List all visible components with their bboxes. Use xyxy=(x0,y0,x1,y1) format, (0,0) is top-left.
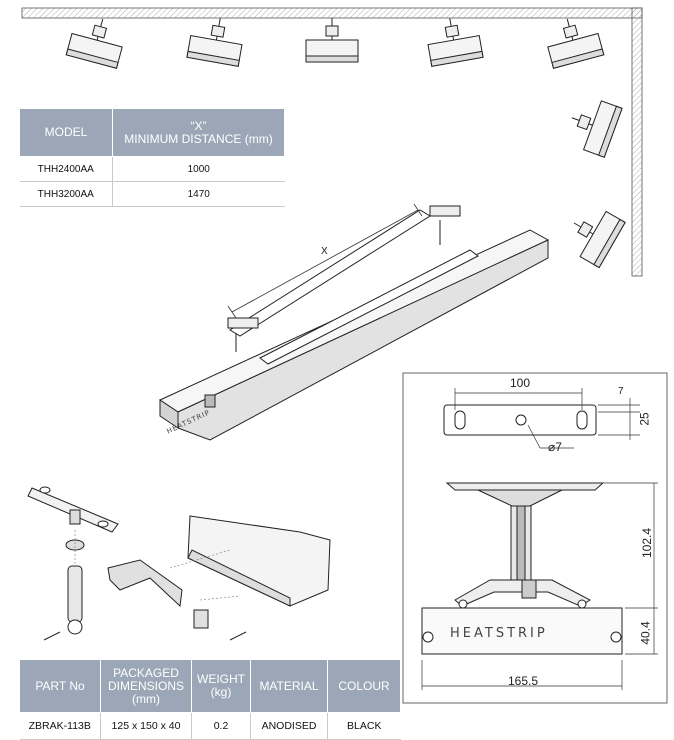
part-no-cell: ZBRAK-113B xyxy=(19,712,101,740)
wall-heaters xyxy=(571,100,626,269)
table-row: THH3200AA 1470 xyxy=(19,181,285,207)
header-x: “X” xyxy=(190,118,207,133)
colour-cell: BLACK xyxy=(327,712,401,740)
dim-base-width: 165.5 xyxy=(508,674,539,688)
dim-slot-height: 25 xyxy=(637,412,652,426)
elevation-frame xyxy=(402,372,668,704)
dim-bracket-height: 102.4 xyxy=(640,527,655,559)
assembly-guides xyxy=(74,530,241,601)
dim-hole-diameter: ⌀7 xyxy=(548,440,562,454)
header-part-no: PART No xyxy=(19,659,101,713)
bracket-elevation xyxy=(421,404,623,655)
header-weight: WEIGHT (kg) xyxy=(191,659,251,713)
x-dimension-label: X xyxy=(321,246,328,257)
heater-isometric xyxy=(158,205,550,441)
parts-table: PART No PACKAGED DIMENSIONS (mm) WEIGHT … xyxy=(19,659,401,740)
model-cell: THH3200AA xyxy=(19,181,113,207)
elevation-dimensions xyxy=(421,388,658,690)
dim-plate-width: 100 xyxy=(510,376,531,390)
header-dimensions: PACKAGED DIMENSIONS (mm) xyxy=(100,659,192,713)
header-distance-text: MINIMUM DISTANCE (mm) xyxy=(124,131,273,146)
dim-base-height: 40.4 xyxy=(638,621,653,645)
model-cell: THH2400AA xyxy=(19,156,113,182)
dimensions-cell: 125 x 150 x 40 xyxy=(100,712,192,740)
distance-cell: 1470 xyxy=(112,181,285,207)
distance-cell: 1000 xyxy=(112,156,285,182)
bracket-brand-label: HEATSTRIP xyxy=(450,626,548,641)
bracket-parts xyxy=(27,486,331,641)
minimum-distance-table: MODEL “X” MINIMUM DISTANCE (mm) THH2400A… xyxy=(19,108,285,207)
x-dimension xyxy=(227,203,423,319)
header-model: MODEL xyxy=(19,108,113,157)
weight-cell: 0.2 xyxy=(191,712,251,740)
dim-slot-top: 7 xyxy=(618,386,624,397)
material-cell: ANODISED xyxy=(250,712,328,740)
header-material: MATERIAL xyxy=(250,659,328,713)
ceiling-heaters xyxy=(65,18,605,69)
header-colour: COLOUR xyxy=(327,659,401,713)
table-row: ZBRAK-113B 125 x 150 x 40 0.2 ANODISED B… xyxy=(19,712,401,740)
table-row: THH2400AA 1000 xyxy=(19,156,285,182)
header-min-distance: “X” MINIMUM DISTANCE (mm) xyxy=(112,108,285,157)
